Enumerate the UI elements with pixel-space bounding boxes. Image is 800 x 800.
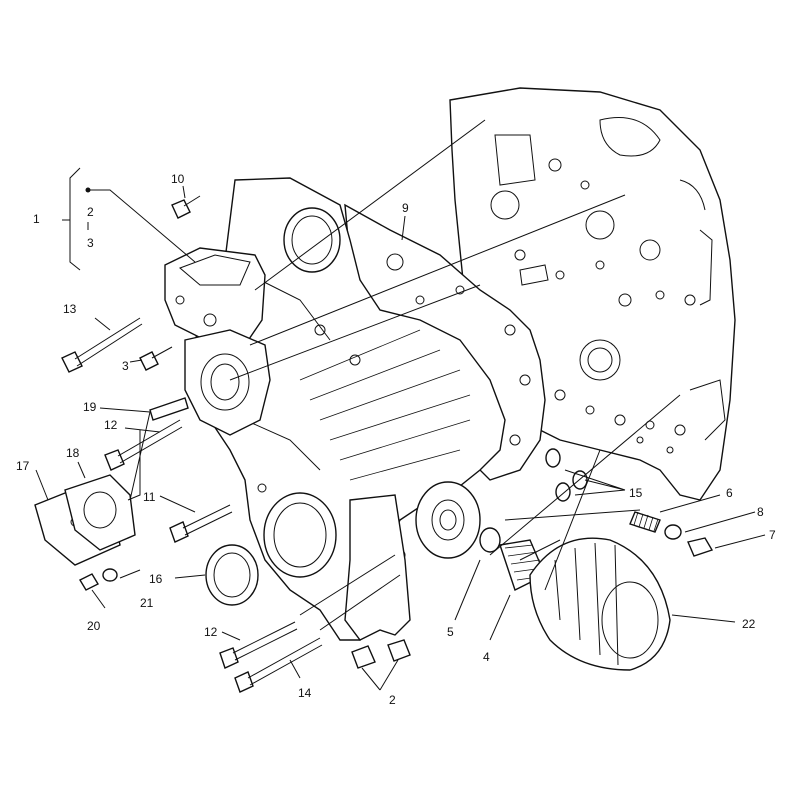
bolt-12-lower [219, 621, 298, 669]
bolt-11 [169, 504, 233, 543]
flange-washer [479, 527, 501, 553]
callout-1: 1 [33, 212, 40, 226]
callout-16: 16 [149, 572, 163, 586]
filter-flange [415, 481, 481, 559]
callout-11: 11 [143, 490, 156, 504]
assembly-bracket [62, 167, 196, 271]
callout-2-bottom: 2 [389, 693, 396, 707]
callout-8: 8 [757, 505, 764, 519]
callout-19: 19 [83, 400, 97, 414]
callout-6: 6 [726, 486, 733, 500]
bolt-12-upper [104, 419, 183, 471]
callout-18: 18 [66, 446, 80, 460]
washer-21 [102, 568, 118, 582]
callout-3-top: 3 [87, 236, 94, 250]
callout-4: 4 [483, 650, 490, 664]
callout-20: 20 [87, 619, 101, 633]
stud-19 [149, 397, 189, 421]
callout-5: 5 [447, 625, 454, 639]
callout-17: 17 [16, 459, 30, 473]
callout-10: 10 [171, 172, 185, 186]
callout-labels: 1 2 3 10 9 13 3 19 12 18 17 11 16 21 20 … [16, 172, 776, 707]
gear-case-housing [194, 177, 506, 641]
thermostat-housing [164, 247, 266, 346]
bolt-13 [61, 317, 143, 373]
nut-20 [79, 573, 99, 591]
bolt-14 [234, 637, 323, 693]
relief-spring [629, 511, 661, 533]
oil-seal [205, 544, 259, 606]
callout-2-top: 2 [87, 205, 94, 219]
drain-plugs [351, 639, 411, 669]
water-pump-housing [184, 329, 271, 436]
callout-7: 7 [769, 528, 776, 542]
cover-gasket [64, 474, 136, 551]
callout-21: 21 [140, 596, 154, 610]
callout-13: 13 [63, 302, 77, 316]
callout-3-mid: 3 [122, 359, 129, 373]
leader-lines [35, 119, 766, 691]
callout-9: 9 [402, 201, 409, 215]
callout-12-upper: 12 [104, 418, 118, 432]
bolt-10 [171, 195, 201, 219]
callout-15: 15 [629, 486, 643, 500]
oil-filter [529, 537, 671, 671]
callout-14: 14 [298, 686, 312, 700]
stud-3 [139, 346, 173, 371]
relief-plug [687, 537, 714, 557]
relief-ball [664, 524, 682, 540]
callout-22: 22 [742, 617, 756, 631]
callout-12-lower: 12 [204, 625, 218, 639]
